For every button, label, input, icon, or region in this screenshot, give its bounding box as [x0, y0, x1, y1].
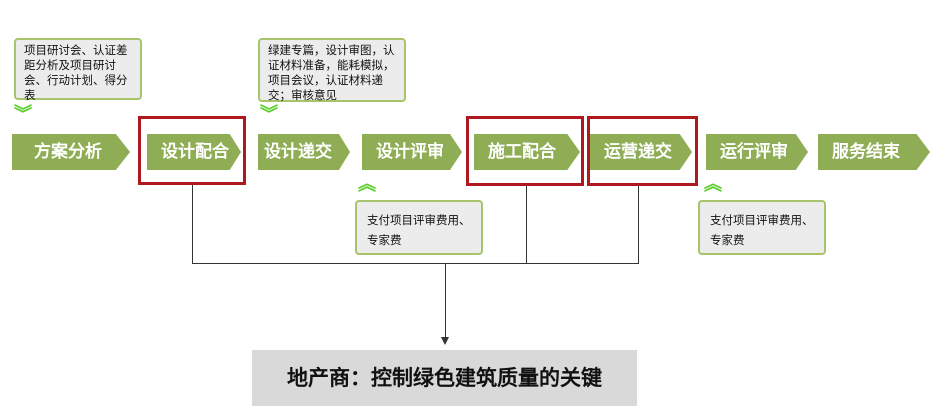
callout-operation-review: 支付项目评审费用、专家费 [698, 200, 826, 255]
callout-plan-analysis: 项目研讨会、认证差距分析及项目研讨会、行动计划、得分表 [14, 38, 142, 102]
step-operation-submit: 运营递交 [590, 134, 692, 170]
step-design-review: 设计评审 [362, 134, 462, 170]
arrow-down-icon [441, 337, 449, 345]
chevron-up-icon: ︽ [704, 174, 722, 195]
conclusion-banner: 地产商：控制绿色建筑质量的关键 [252, 350, 637, 406]
step-plan-analysis: 方案分析 [12, 134, 130, 170]
step-design-coordination: 设计配合 [147, 134, 241, 170]
chevron-up-icon: ︽ [358, 174, 376, 195]
chevron-down-icon: ︾ [14, 104, 32, 125]
connector-line [526, 186, 527, 263]
step-operation-review: 运行评审 [706, 134, 808, 170]
step-construction-coordination: 施工配合 [474, 134, 580, 170]
highlight-design-coordination [138, 116, 246, 185]
step-service-end: 服务结束 [818, 134, 930, 170]
step-design-submit: 设计递交 [258, 134, 350, 170]
connector-line [445, 263, 446, 339]
connector-line [638, 186, 639, 263]
connector-line [192, 185, 193, 263]
highlight-construction-coordination [466, 116, 584, 186]
connector-line [192, 263, 639, 264]
chevron-down-icon: ︾ [260, 104, 278, 125]
callout-design-submit: 绿建专篇，设计审图，认证材料准备，能耗模拟，项目会议，认证材料递交；审核意见 [258, 38, 406, 102]
callout-design-review: 支付项目评审费用、专家费 [355, 200, 483, 255]
highlight-operation-submit [587, 116, 698, 186]
